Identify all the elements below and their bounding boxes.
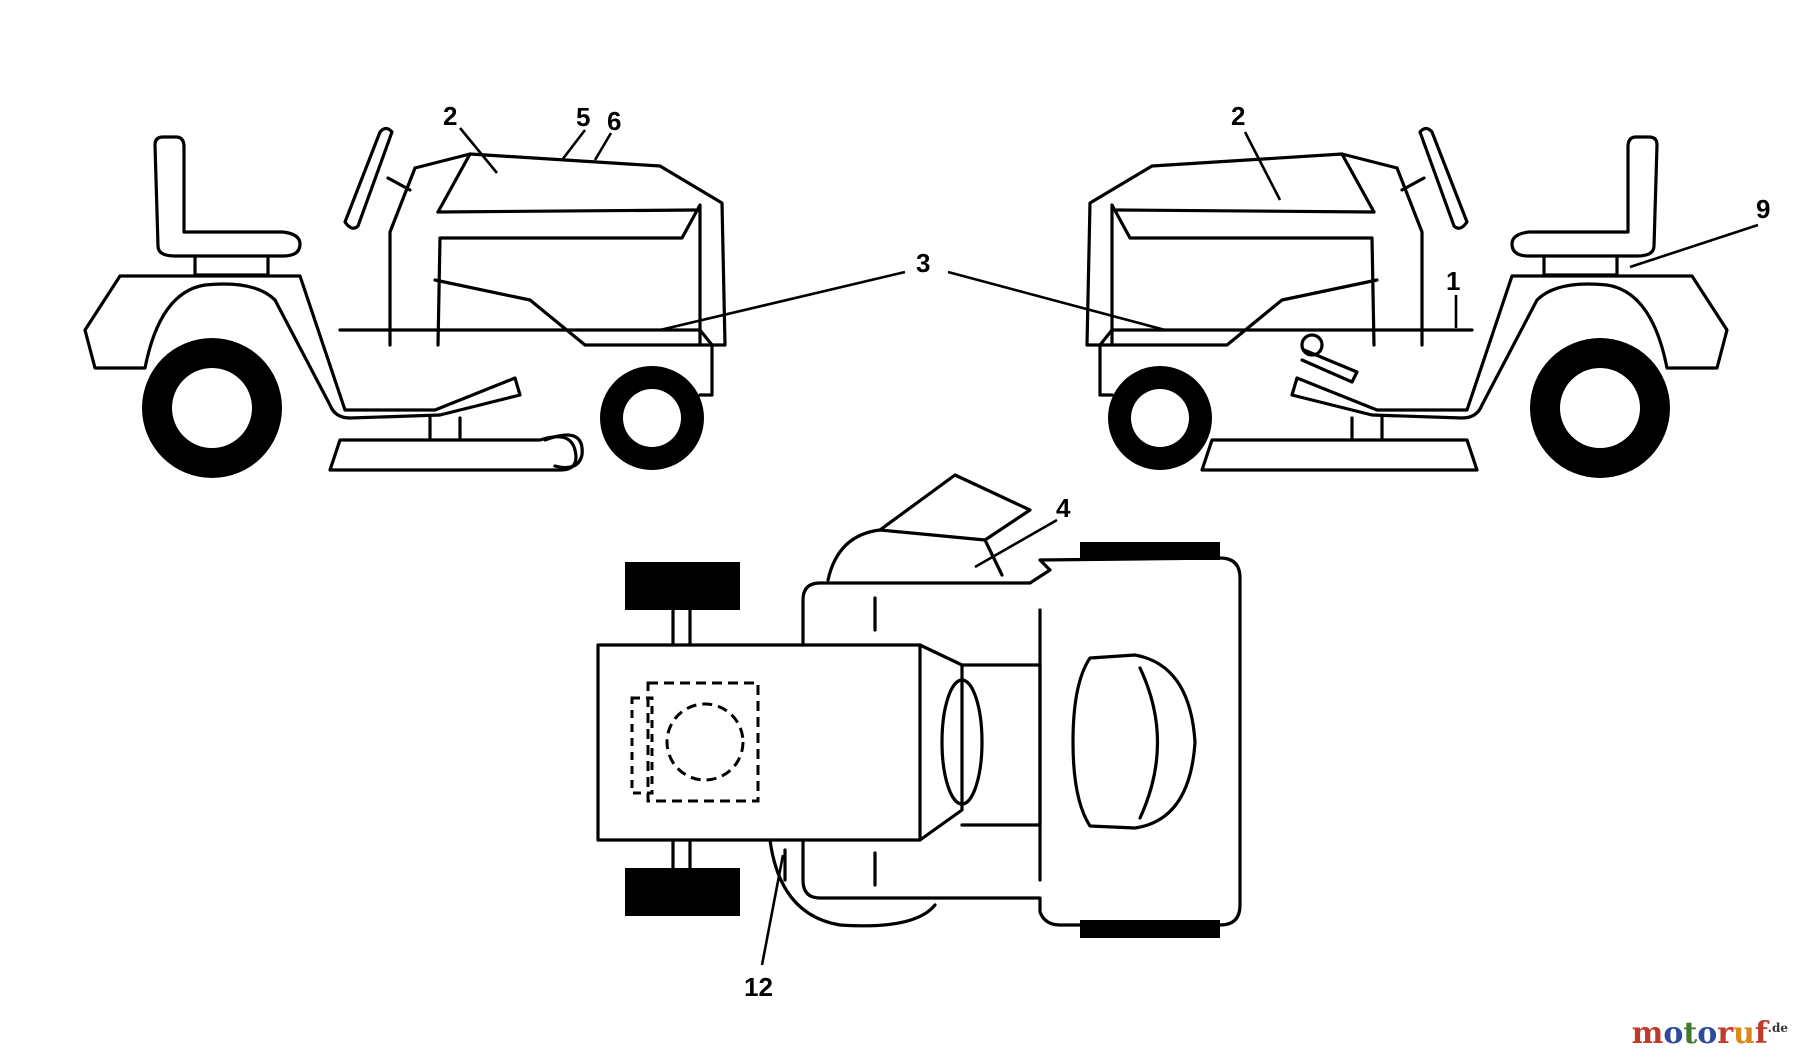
callout-3: 3 xyxy=(916,248,930,278)
leader-5 xyxy=(560,129,587,161)
callout-6: 6 xyxy=(607,106,621,136)
tractor-right-side-view xyxy=(1085,126,1729,478)
callout-2-right: 2 xyxy=(1231,101,1245,131)
tractor-left-side-view xyxy=(83,126,727,478)
callout-5: 5 xyxy=(576,102,590,132)
leader-3-left xyxy=(659,270,906,332)
leader-2-right xyxy=(1243,131,1282,201)
callout-12: 12 xyxy=(744,972,773,1002)
leader-2-left xyxy=(458,127,499,174)
callout-4: 4 xyxy=(1056,493,1071,523)
watermark-letter: r xyxy=(1717,1016,1734,1051)
watermark-letter: o xyxy=(1697,1016,1718,1051)
callout-2-left: 2 xyxy=(443,101,457,131)
watermark-tld: .de xyxy=(1767,1021,1788,1035)
watermark-logo: motoruf.de xyxy=(1632,1016,1788,1051)
tractor-top-view xyxy=(596,473,1242,938)
leader-3-right xyxy=(947,270,1166,332)
watermark-letter: u xyxy=(1733,1016,1755,1051)
watermark-letter: f xyxy=(1754,1016,1768,1051)
callout-labels: 2 5 6 3 2 9 1 4 12 xyxy=(443,101,1770,1002)
watermark-letter: t xyxy=(1683,1016,1698,1051)
leader-12 xyxy=(760,854,785,966)
callout-9: 9 xyxy=(1756,194,1770,224)
leader-6 xyxy=(593,132,613,161)
watermark-letter: o xyxy=(1663,1016,1684,1051)
leader-4 xyxy=(974,518,1058,569)
callout-1: 1 xyxy=(1446,266,1460,296)
leader-9 xyxy=(1629,223,1759,269)
watermark-letter: m xyxy=(1631,1016,1664,1051)
leader-lines xyxy=(458,127,1759,966)
